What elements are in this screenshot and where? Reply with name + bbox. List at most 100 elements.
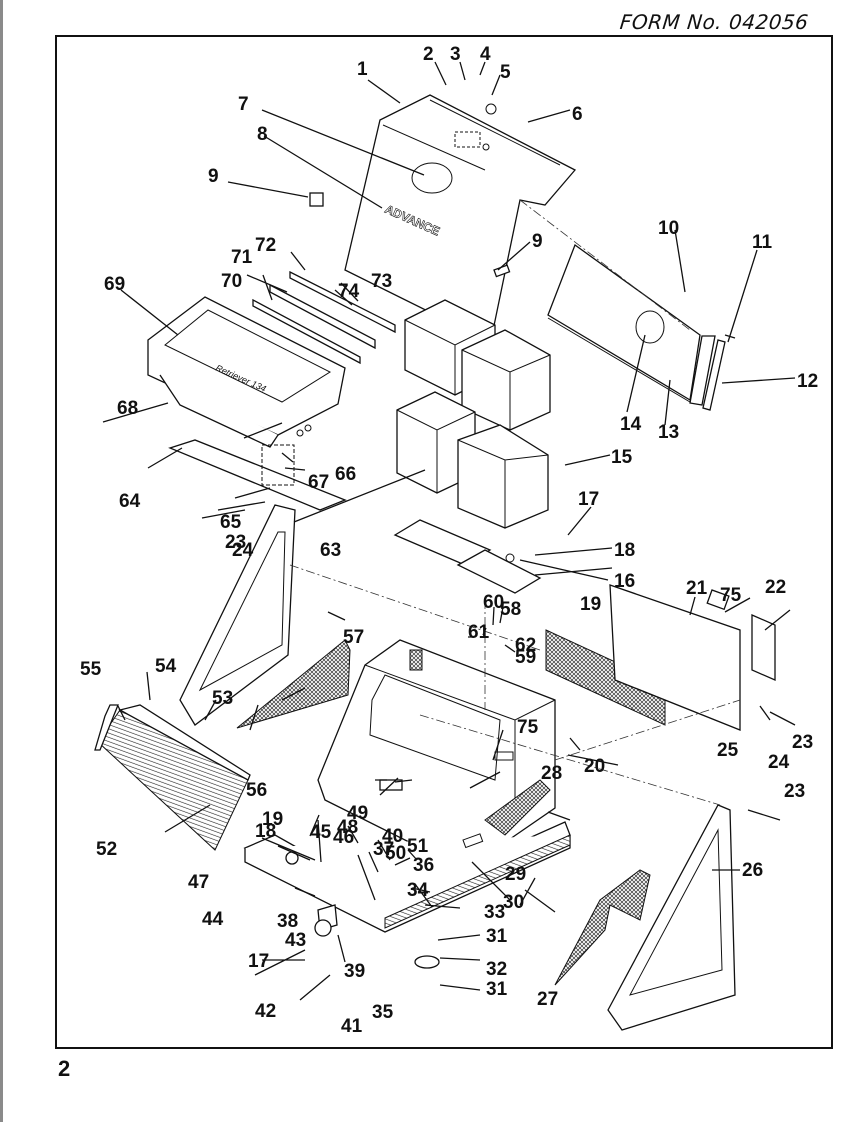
callout-6: 6	[572, 104, 583, 125]
callout-73: 73	[371, 271, 392, 292]
callout-74: 74	[338, 281, 360, 302]
strip-72	[289, 270, 396, 334]
callout-54: 54	[155, 656, 177, 677]
battery-boxes	[393, 391, 549, 594]
callout-18a: 18	[614, 540, 635, 561]
page-number: 2	[58, 1056, 71, 1081]
base-frame	[243, 821, 571, 969]
callout-42: 42	[255, 1001, 276, 1022]
callout-17a: 17	[578, 489, 599, 510]
callout-13: 13	[658, 422, 679, 443]
access-panel	[519, 199, 736, 411]
callout-43: 43	[285, 930, 306, 951]
callout-28: 28	[541, 763, 562, 784]
callout-44: 44	[202, 909, 224, 930]
callout-66: 66	[335, 464, 356, 485]
side-frame-57	[179, 504, 296, 726]
callout-39: 39	[344, 961, 365, 982]
callout-47: 47	[188, 872, 209, 893]
hopper: Retriever 134	[147, 270, 396, 511]
scan-edge	[0, 0, 3, 1122]
batteries	[404, 299, 551, 431]
callout-38: 38	[277, 911, 298, 932]
callout-22: 22	[765, 577, 786, 598]
callout-57: 57	[343, 627, 364, 648]
callout-75b: 75	[517, 717, 539, 738]
callout-17b: 17	[248, 951, 269, 972]
callout-24a: 24	[768, 752, 790, 773]
rear-panel	[609, 584, 776, 731]
callout-58: 58	[500, 599, 521, 620]
callout-60: 60	[483, 592, 504, 613]
decal-30	[462, 833, 484, 849]
callout-35: 35	[372, 1002, 394, 1023]
callout-49: 49	[347, 803, 368, 824]
callout-61: 61	[468, 622, 490, 643]
callout-68: 68	[117, 398, 138, 419]
plate-22	[751, 614, 776, 681]
callout-64: 64	[119, 491, 141, 512]
callout-40: 40	[382, 826, 403, 847]
logo-emblem	[411, 162, 453, 194]
callout-32: 32	[486, 959, 507, 980]
callout-5: 5	[500, 62, 511, 83]
callout-3: 3	[450, 44, 461, 65]
callout-16: 16	[614, 571, 635, 592]
callout-23b: 23	[784, 781, 805, 802]
strip-55	[94, 704, 119, 751]
callout-30: 30	[503, 892, 524, 913]
callout-15: 15	[611, 447, 633, 468]
leader-lines	[102, 61, 796, 1001]
callout-55: 55	[80, 659, 102, 680]
trim-29	[384, 834, 571, 929]
side-frame-26	[607, 804, 736, 1031]
callout-69: 69	[104, 274, 125, 295]
decal-plate	[454, 131, 481, 148]
callout-33: 33	[484, 902, 505, 923]
callout-65: 65	[220, 512, 242, 533]
callout-14: 14	[620, 414, 642, 435]
decal-75	[706, 589, 730, 611]
diagram-frame	[55, 35, 833, 1049]
callout-7: 7	[238, 94, 249, 115]
callout-70: 70	[221, 271, 242, 292]
callout-75a: 75	[720, 585, 742, 606]
callout-50: 50	[385, 843, 406, 864]
callout-25: 25	[717, 740, 739, 761]
callout-31b: 31	[486, 979, 508, 1000]
callout-2: 2	[423, 44, 434, 65]
filter-52	[94, 704, 251, 851]
callout-48: 48	[337, 817, 358, 838]
strip-71	[269, 283, 376, 350]
callout-18b: 18	[255, 821, 276, 842]
callout-59: 59	[515, 647, 536, 668]
callout-51: 51	[407, 836, 429, 857]
tray-16	[456, 549, 542, 594]
callout-71: 71	[231, 247, 253, 268]
callout-27: 27	[537, 989, 558, 1010]
callout-10: 10	[658, 218, 679, 239]
bumper-32	[414, 955, 440, 969]
callout-12: 12	[797, 371, 818, 392]
callout-24b: 24	[232, 540, 254, 561]
knob-4	[485, 103, 497, 115]
mesh-56	[236, 639, 351, 729]
callout-36: 36	[413, 855, 434, 876]
callout-62: 62	[515, 635, 536, 656]
callout-23a: 23	[792, 732, 813, 753]
callout-67: 67	[308, 472, 329, 493]
callout-37: 37	[373, 839, 394, 860]
callout-53: 53	[212, 688, 233, 709]
callout-46: 46	[333, 827, 354, 848]
callout-41: 41	[341, 1016, 363, 1037]
callout-45: 45	[310, 822, 332, 843]
mesh-28	[484, 779, 551, 836]
callout-34: 34	[407, 880, 429, 901]
callout-9b: 9	[532, 231, 543, 252]
callout-72: 72	[255, 235, 276, 256]
callout-20: 20	[584, 756, 605, 777]
plate-64	[168, 439, 347, 511]
bracket-12	[702, 339, 726, 411]
callout-4: 4	[480, 44, 491, 65]
